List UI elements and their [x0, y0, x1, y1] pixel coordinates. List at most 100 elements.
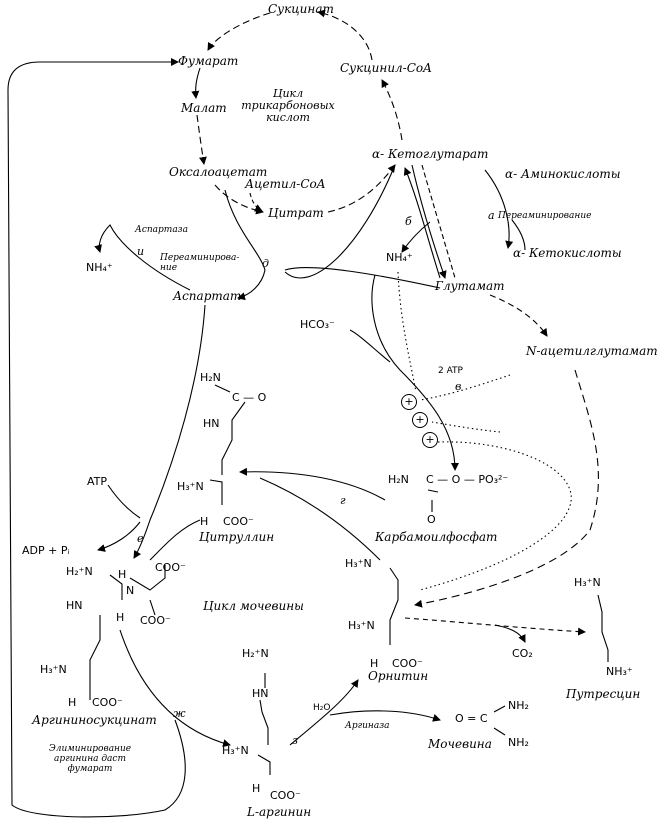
- put-h3n: H₃⁺N: [574, 576, 601, 589]
- label-co2: CO₂: [512, 647, 533, 660]
- arrow-aspartase: [94, 224, 191, 291]
- arg-h2n: H₂⁺N: [242, 647, 269, 660]
- as-coo-top: COO⁻: [155, 561, 186, 574]
- as-coo-bottom: COO⁻: [92, 696, 123, 709]
- citrulline-h2n: H₂N: [200, 371, 221, 384]
- label-oxaloacetate: Оксалоацетат: [169, 165, 268, 179]
- label-two-atp: 2 ATP: [438, 366, 463, 376]
- citrulline-hn: HN: [203, 417, 220, 430]
- label-elimination-note: Элиминирование аргинина даст фумарат: [48, 744, 132, 774]
- effector-plus-2: +: [412, 412, 428, 428]
- arrow-nag-ornithine: [414, 369, 599, 608]
- enzyme-letter-a: а: [488, 209, 495, 222]
- arg-coo: COO⁻: [270, 789, 301, 802]
- arrow-glutamate-transamination: [284, 267, 441, 289]
- as-coo-right: COO⁻: [140, 614, 171, 627]
- label-ornithine: Орнитин: [368, 669, 429, 683]
- label-urea-cycle: Цикл мочевины: [203, 599, 304, 613]
- urea-nh2-bottom: NH₂: [508, 736, 529, 749]
- arrow-glutamate-nag: [489, 294, 548, 337]
- label-hco3: HCO₃⁻: [300, 318, 335, 331]
- arrow-aminoacids-to-ketoacids: [484, 169, 514, 249]
- carbamoyl-o: O: [427, 513, 436, 526]
- arrow-akg-glutamate-2: [421, 164, 456, 279]
- label-transamination-left: Переаминирова- ние: [160, 253, 240, 273]
- arrow-aspartate-argininosuccinate: [133, 304, 206, 559]
- enzyme-letter-i: и: [137, 245, 145, 258]
- label-succinyl-coa: Сукцинил-CoA: [340, 61, 432, 75]
- arg-h3n: H₃⁺N: [222, 744, 249, 757]
- arrow-carbamoyl-citrulline: [239, 467, 386, 501]
- arrow-hco3-join: [349, 329, 391, 363]
- label-alpha-keto-acids: α- Кетокислоты: [513, 246, 622, 260]
- label-glutamate: Глутамат: [435, 279, 505, 293]
- label-n-acetylglutamate: N-ацетилглутамат: [526, 344, 658, 358]
- arrow-arginine-ornithine: [289, 679, 359, 746]
- effector-plus-1: +: [401, 394, 417, 410]
- tca-arrow-succinyl-succinate: [317, 9, 373, 61]
- arrow-ornithine-citrulline: [259, 477, 381, 561]
- carbamoyl-h2n: H₂N: [388, 473, 409, 486]
- orn-h3n-top: H₃⁺N: [345, 557, 372, 570]
- bond-argininosuccinate: [89, 565, 166, 700]
- arrow-adp-out: [97, 521, 141, 552]
- arrow-b-nh4: [401, 221, 431, 253]
- enzyme-letter-e: е: [137, 532, 144, 545]
- arrow-transamination-oxaloacetate: [224, 189, 266, 271]
- citrulline-coo: COO⁻: [223, 515, 254, 528]
- as-h3: H: [68, 696, 77, 709]
- tca-arrow-oxaloacetate-citrate: [214, 184, 264, 215]
- arrow-transamination-aspartate: [237, 269, 266, 301]
- arg-h: H: [252, 782, 261, 795]
- tca-arrow-succinate-fumarate: [207, 12, 271, 51]
- enzyme-letter-d: д: [262, 257, 269, 270]
- urea-o-c: O = C: [455, 712, 488, 725]
- label-fumarate: Фумарат: [178, 54, 239, 68]
- label-argininosuccinate: Аргининосукцинат: [32, 713, 157, 727]
- enzyme-letter-zh: ж: [173, 707, 186, 720]
- label-alpha-ketoglutarate: α- Кетоглутарат: [372, 147, 489, 161]
- tca-arrow-malate-oxaloacetate: [196, 114, 207, 165]
- arrow-akg-transamination: [284, 164, 396, 279]
- enzyme-letter-z: з: [292, 734, 298, 747]
- label-acetyl-coa: Ацетил-CoA: [245, 177, 326, 191]
- label-transamination-right: Переаминирование: [498, 211, 592, 221]
- arrow-fumarate-loop: [7, 58, 186, 818]
- bond-arginine: [257, 673, 271, 775]
- tca-arrow-citrate-akg: [327, 164, 396, 213]
- bond-carbamoyl: [427, 489, 439, 512]
- arrow-arginase-urea: [329, 710, 441, 722]
- arrow-atp-in: [107, 484, 141, 519]
- label-h2o: H₂O: [313, 703, 331, 713]
- as-h3n: H₃⁺N: [40, 663, 67, 676]
- dotted-nag-effector: [419, 374, 511, 401]
- label-adp-pi: ADP + Pᵢ: [22, 544, 70, 557]
- arrow-transamination-curve: [511, 219, 526, 251]
- effector-plus-3: +: [422, 432, 438, 448]
- label-arginase: Аргиназа: [345, 721, 390, 731]
- citrulline-h3n: H₃⁺N: [177, 480, 204, 493]
- orn-h: H: [370, 657, 379, 670]
- bond-citrulline: [209, 384, 246, 505]
- arrow-citrulline-argininosuccinate: [149, 519, 201, 561]
- label-malate: Малат: [181, 101, 227, 115]
- as-h2: H: [116, 611, 125, 624]
- arrow-akg-glutamate-1: [411, 164, 447, 279]
- label-alpha-amino-acids: α- Аминокислоты: [505, 167, 621, 181]
- carbamoyl-c: C — O — PO₃²⁻: [426, 473, 509, 486]
- as-hn: HN: [66, 599, 83, 612]
- bond-putrescine: [597, 594, 609, 662]
- dotted-effector3: [419, 441, 572, 591]
- label-citrate: Цитрат: [268, 206, 324, 220]
- citrulline-h: H: [200, 515, 209, 528]
- arrow-nh4-carbamoyl: [371, 274, 459, 471]
- arrow-ornithine-putrescine: [404, 617, 586, 636]
- enzyme-letter-b: б: [405, 215, 412, 228]
- label-aspartate: Аспартат: [173, 289, 242, 303]
- dotted-effector2: [431, 421, 501, 433]
- as-h: H: [118, 568, 127, 581]
- urea-nh2-top: NH₂: [508, 699, 529, 712]
- arrow-glutamate-akg: [403, 167, 441, 279]
- label-atp: ATP: [87, 475, 108, 488]
